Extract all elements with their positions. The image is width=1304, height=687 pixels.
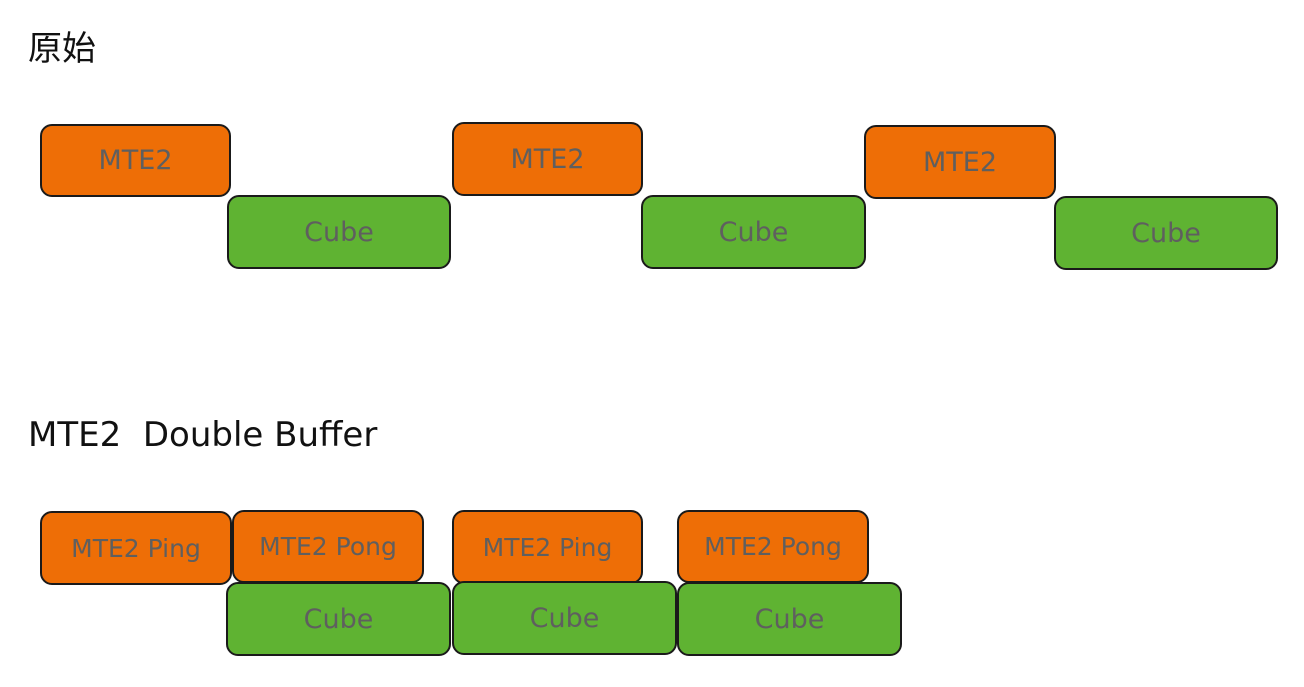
- mte2-ping-block: MTE2 Ping: [40, 511, 232, 585]
- mte2-ping-block: MTE2 Ping: [452, 510, 643, 584]
- cube-block: Cube: [1054, 196, 1278, 270]
- mte2-pong-block: MTE2 Pong: [232, 510, 424, 583]
- mte2-pong-block: MTE2 Pong: [677, 510, 869, 583]
- mte2-block: MTE2: [864, 125, 1056, 199]
- mte2-block: MTE2: [452, 122, 643, 196]
- section-title-double-buffer: MTE2 Double Buffer: [28, 415, 378, 455]
- cube-block: Cube: [226, 582, 451, 656]
- cube-block: Cube: [227, 195, 451, 269]
- cube-block: Cube: [677, 582, 902, 656]
- section-title-original: 原始: [28, 29, 96, 69]
- cube-block: Cube: [641, 195, 866, 269]
- mte2-block: MTE2: [40, 124, 231, 197]
- cube-block: Cube: [452, 581, 677, 655]
